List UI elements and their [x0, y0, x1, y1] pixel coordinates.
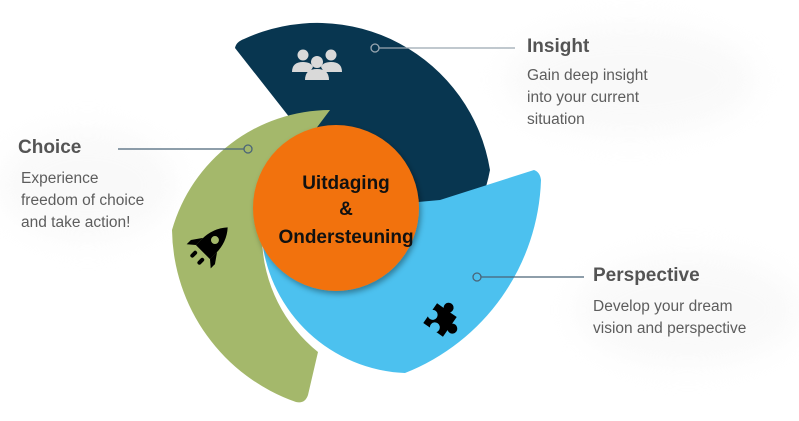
people-group-icon	[292, 49, 342, 80]
label-glow-perspective	[575, 255, 799, 365]
center-circle	[253, 125, 419, 291]
segment-choice[interactable]	[172, 110, 330, 403]
insight-title: Insight	[527, 36, 590, 57]
center-title-line2: &	[339, 199, 353, 220]
perspective-description: Develop your dream vision and perspectiv…	[593, 298, 747, 337]
label-glow-choice	[0, 130, 175, 240]
choice-description: Experience freedom of choice and take ac…	[21, 170, 145, 231]
center-title-line3: Ondersteuning	[278, 227, 413, 248]
choice-title: Choice	[18, 137, 82, 158]
connector-perspective	[472, 272, 584, 282]
puzzle-piece-icon	[423, 302, 458, 337]
center-title-line1: Uitdaging	[302, 173, 390, 194]
connector-insight	[370, 43, 515, 53]
rocket-icon	[186, 227, 228, 269]
label-glow-insight	[505, 25, 755, 135]
connector-choice	[118, 144, 253, 154]
insight-description: Gain deep insight into your current situ…	[527, 67, 648, 128]
perspective-title: Perspective	[593, 265, 700, 286]
